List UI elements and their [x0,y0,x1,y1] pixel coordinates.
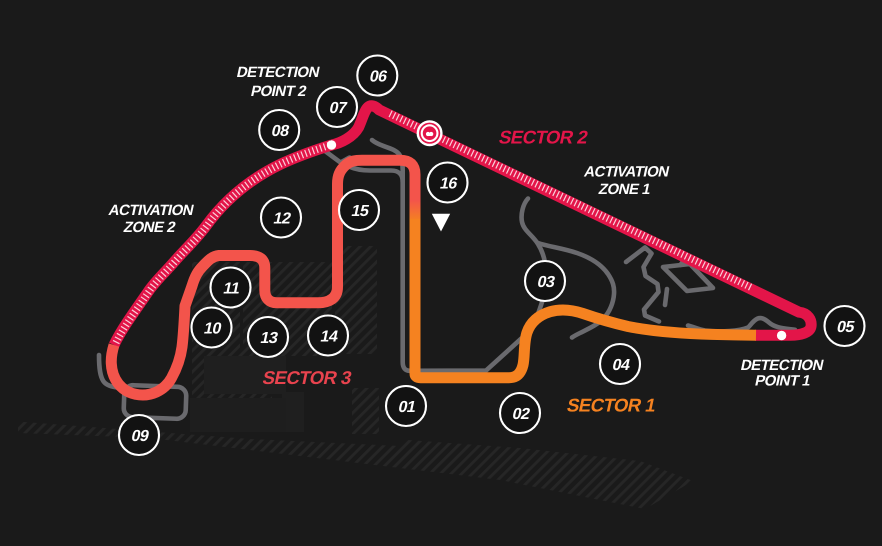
svg-text:DETECTION: DETECTION [235,64,321,81]
svg-text:06: 06 [368,67,389,85]
svg-text:SECTOR 3: SECTOR 3 [261,367,354,388]
svg-text:14: 14 [319,327,340,345]
svg-text:ACTIVATION: ACTIVATION [582,164,670,181]
svg-text:02: 02 [511,405,532,423]
svg-text:16: 16 [438,174,459,192]
svg-text:03: 03 [536,273,557,291]
svg-text:09: 09 [130,427,151,445]
svg-text:ZONE 1: ZONE 1 [597,181,652,198]
svg-text:POINT 1: POINT 1 [753,373,811,390]
svg-text:08: 08 [270,122,291,140]
svg-text:12: 12 [272,209,293,227]
svg-text:07: 07 [328,99,349,117]
svg-text:04: 04 [611,356,632,374]
svg-text:11: 11 [222,279,242,297]
svg-text:POINT 2: POINT 2 [249,83,307,100]
svg-text:SECTOR 2: SECTOR 2 [497,127,590,148]
svg-text:13: 13 [259,329,280,347]
svg-text:DETECTION: DETECTION [739,357,825,374]
svg-text:15: 15 [350,202,371,220]
svg-text:05: 05 [835,318,856,336]
svg-text:ACTIVATION: ACTIVATION [107,202,195,219]
svg-text:01: 01 [397,398,418,416]
svg-text:ZONE 2: ZONE 2 [122,219,177,236]
svg-text:SECTOR 1: SECTOR 1 [565,395,658,416]
svg-text:10: 10 [202,319,223,337]
